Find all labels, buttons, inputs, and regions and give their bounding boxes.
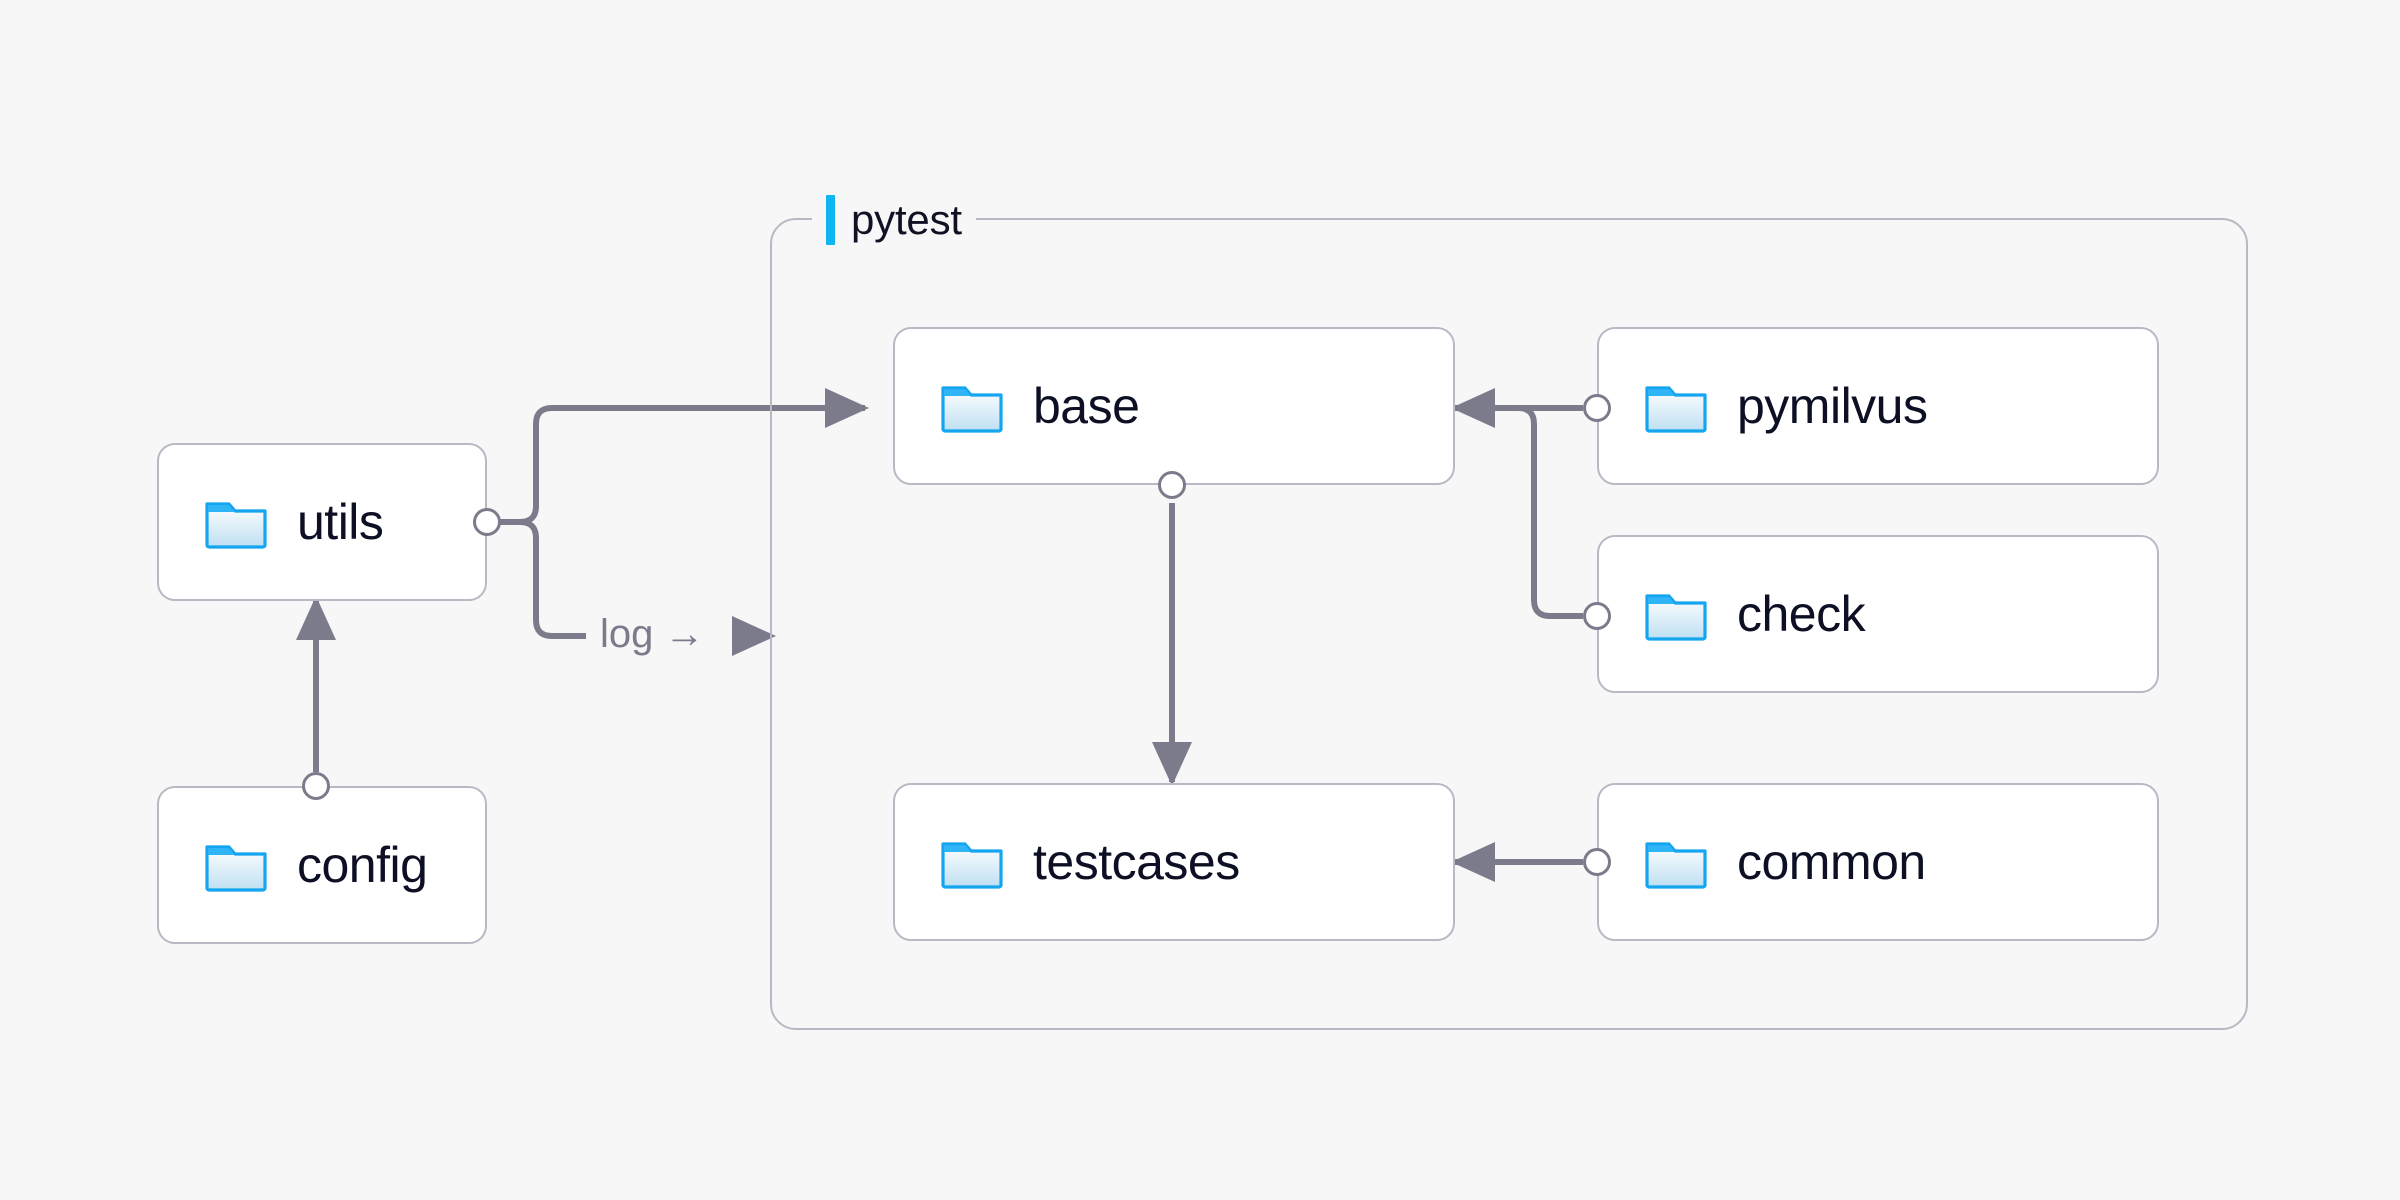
port-utils-right[interactable] (473, 508, 501, 536)
node-pymilvus[interactable]: pymilvus (1597, 327, 2159, 485)
port-check-left[interactable] (1583, 602, 1611, 630)
node-common[interactable]: common (1597, 783, 2159, 941)
port-base-bottom[interactable] (1158, 471, 1186, 499)
group-pytest-label: pytest (812, 190, 976, 250)
node-config-label: config (297, 837, 428, 893)
folder-icon (1645, 587, 1707, 641)
node-config[interactable]: config (157, 786, 487, 944)
port-pymilvus-left[interactable] (1583, 394, 1611, 422)
folder-icon (205, 495, 267, 549)
node-pymilvus-label: pymilvus (1737, 378, 1928, 434)
node-utils-label: utils (297, 494, 384, 550)
port-common-left[interactable] (1583, 848, 1611, 876)
port-config-top[interactable] (302, 772, 330, 800)
node-check-label: check (1737, 586, 1866, 642)
group-accent-bar (826, 195, 835, 245)
folder-icon (941, 835, 1003, 889)
node-testcases-label: testcases (1033, 834, 1240, 890)
node-base[interactable]: base (893, 327, 1455, 485)
group-pytest (770, 218, 2248, 1030)
group-title-text: pytest (851, 196, 962, 243)
edge-label-log: log → (600, 612, 705, 656)
folder-icon (205, 838, 267, 892)
node-base-label: base (1033, 378, 1140, 434)
node-testcases[interactable]: testcases (893, 783, 1455, 941)
node-check[interactable]: check (1597, 535, 2159, 693)
folder-icon (1645, 835, 1707, 889)
node-utils[interactable]: utils (157, 443, 487, 601)
folder-icon (941, 379, 1003, 433)
node-common-label: common (1737, 834, 1926, 890)
folder-icon (1645, 379, 1707, 433)
